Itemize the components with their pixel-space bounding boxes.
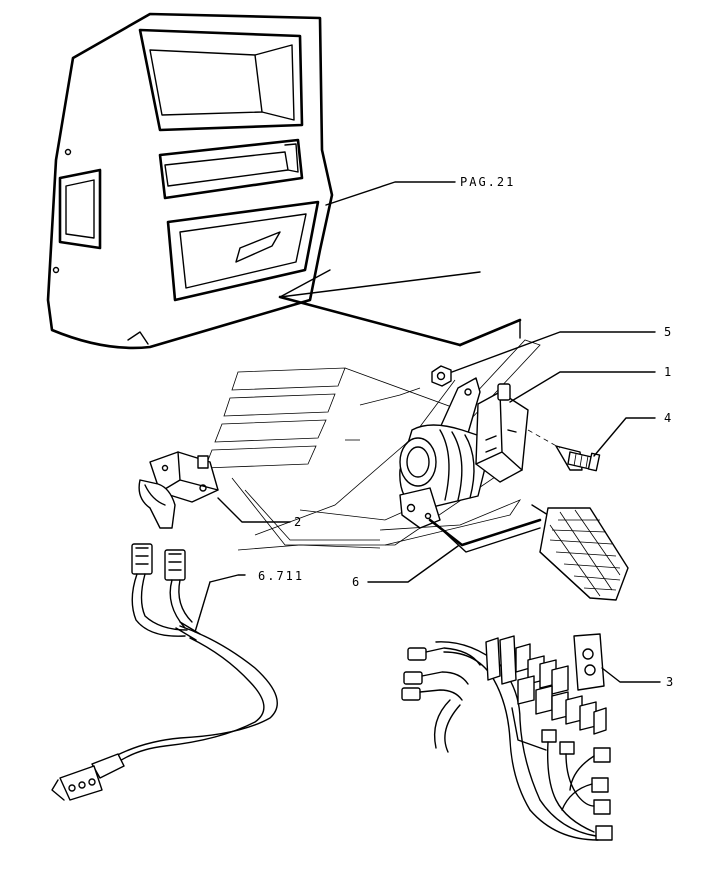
bolt bbox=[527, 429, 601, 472]
wiring-harness-6711: 6.711 bbox=[51, 543, 304, 801]
callout-label-3: 3 bbox=[666, 675, 675, 689]
callout-label-pag21: PAG.21 bbox=[460, 175, 515, 189]
callout-5: 5 bbox=[451, 325, 673, 373]
callout-label-1: 1 bbox=[664, 365, 673, 379]
callout-6: 6 bbox=[352, 545, 459, 589]
nut bbox=[431, 365, 452, 387]
assembly-guide-lines bbox=[278, 269, 522, 347]
callout-label-harness: 6.711 bbox=[258, 569, 304, 583]
cab-dashboard-panel bbox=[46, 12, 334, 350]
pedal-switch bbox=[138, 451, 219, 529]
callout-4: 4 bbox=[593, 411, 673, 457]
main-wiring-harness bbox=[401, 635, 613, 841]
exploded-projection-lines bbox=[204, 339, 541, 551]
callout-3: 3 bbox=[666, 675, 675, 689]
callout-pag21: PAG.21 bbox=[325, 175, 515, 206]
accelerator-pedal-assembly bbox=[399, 377, 629, 601]
callout-label-2: 2 bbox=[294, 515, 303, 529]
callout-label-6: 6 bbox=[352, 575, 361, 589]
callout-label-4: 4 bbox=[664, 411, 673, 425]
callout-1: 1 bbox=[509, 365, 673, 403]
callout-2: 2 bbox=[217, 497, 303, 529]
connector-plug bbox=[573, 633, 661, 691]
callout-label-5: 5 bbox=[664, 325, 673, 339]
